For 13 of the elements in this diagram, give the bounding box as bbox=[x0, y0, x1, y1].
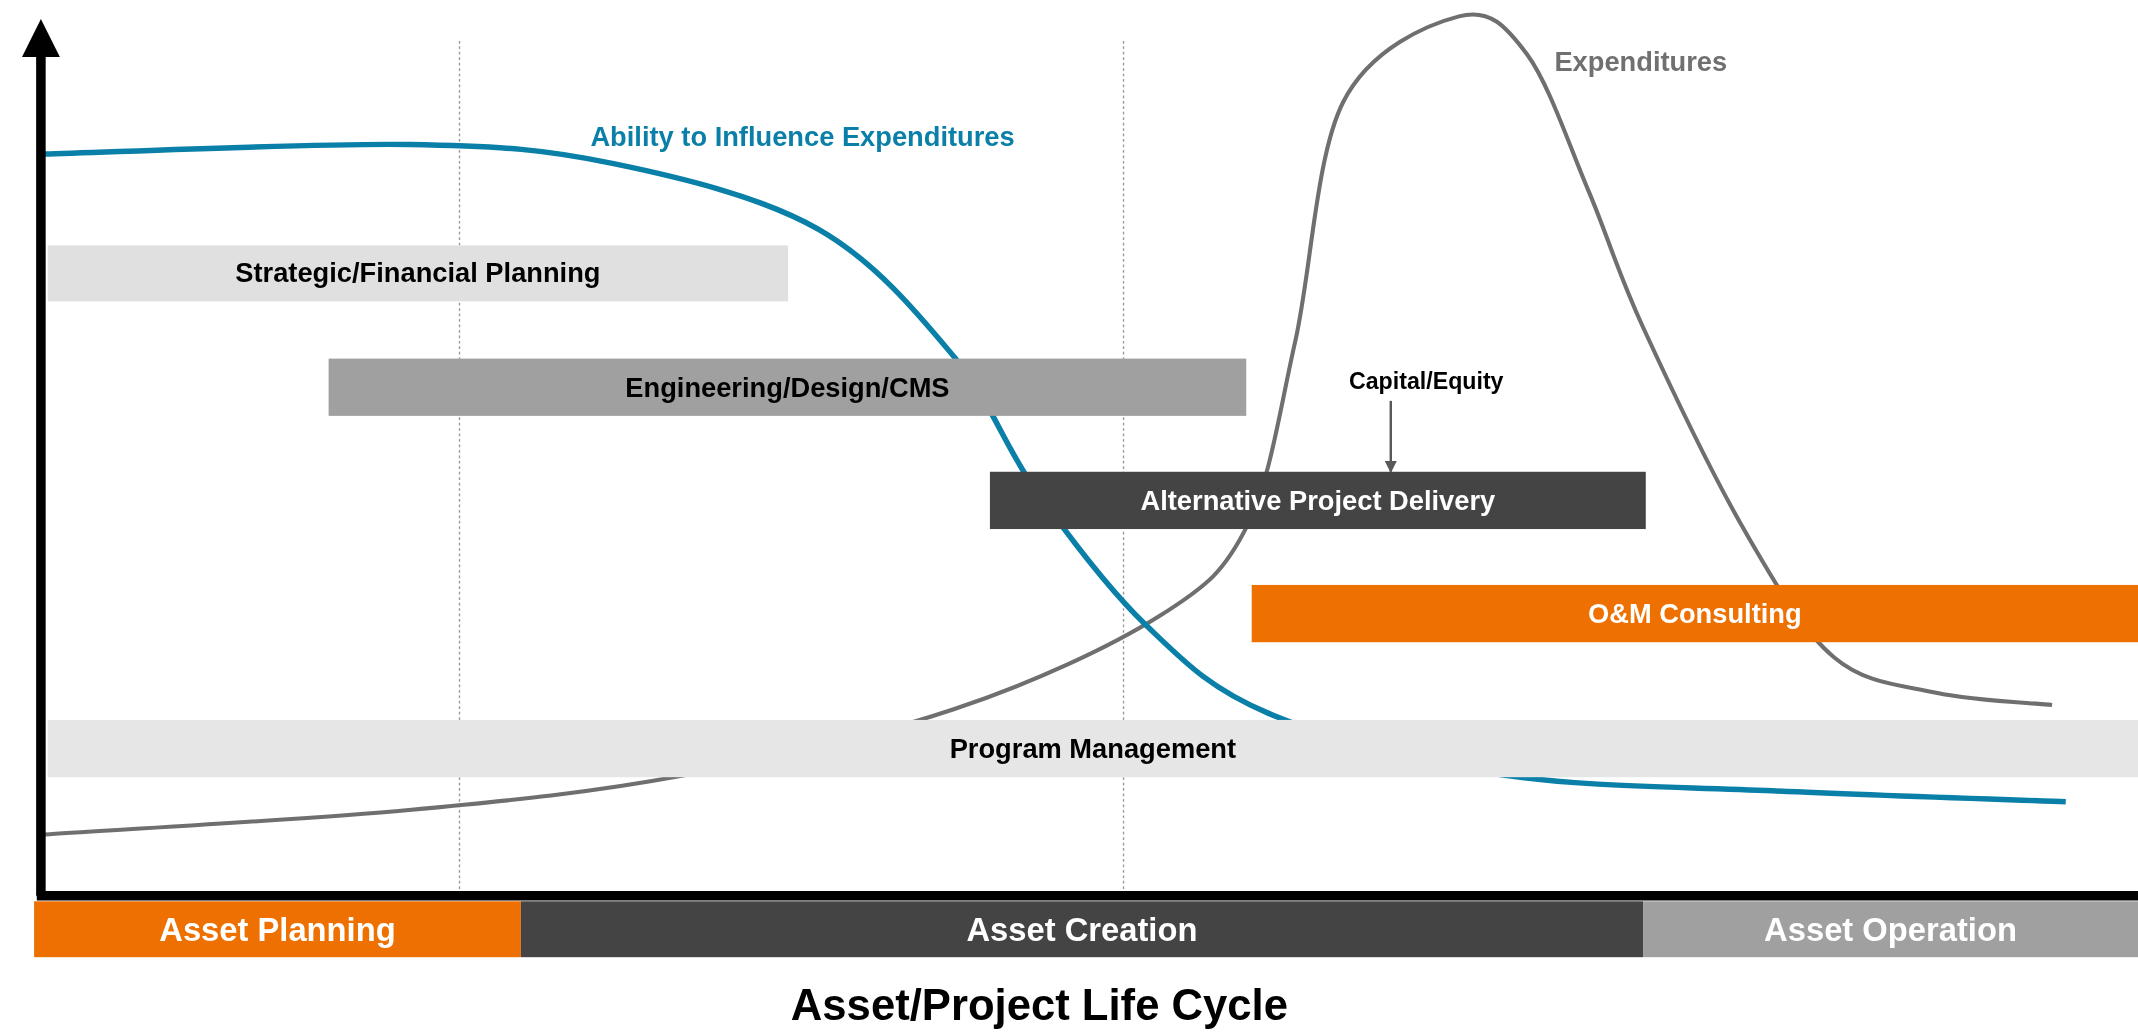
service-bar: Alternative Project Delivery bbox=[989, 471, 1646, 530]
service-bar: Engineering/Design/CMS bbox=[328, 358, 1247, 416]
annotation-text: Capital/Equity bbox=[1317, 365, 1536, 399]
service-bar: Strategic/Financial Planning bbox=[47, 245, 789, 302]
curve-label: Ability to Influence Expenditures bbox=[590, 121, 1015, 153]
axis-title: Asset/Project Life Cycle bbox=[790, 980, 1288, 1031]
service-bar: O&M Consulting bbox=[1251, 584, 2138, 643]
phase-bar: Asset Creation bbox=[520, 901, 1644, 958]
phase-bar: Asset Planning bbox=[34, 901, 521, 958]
arrow bbox=[1384, 400, 1397, 473]
service-bar: Program Management bbox=[47, 719, 2138, 778]
phase-bar: Asset Operation bbox=[1643, 901, 2138, 958]
curve-label: Expenditures bbox=[1554, 46, 1728, 78]
